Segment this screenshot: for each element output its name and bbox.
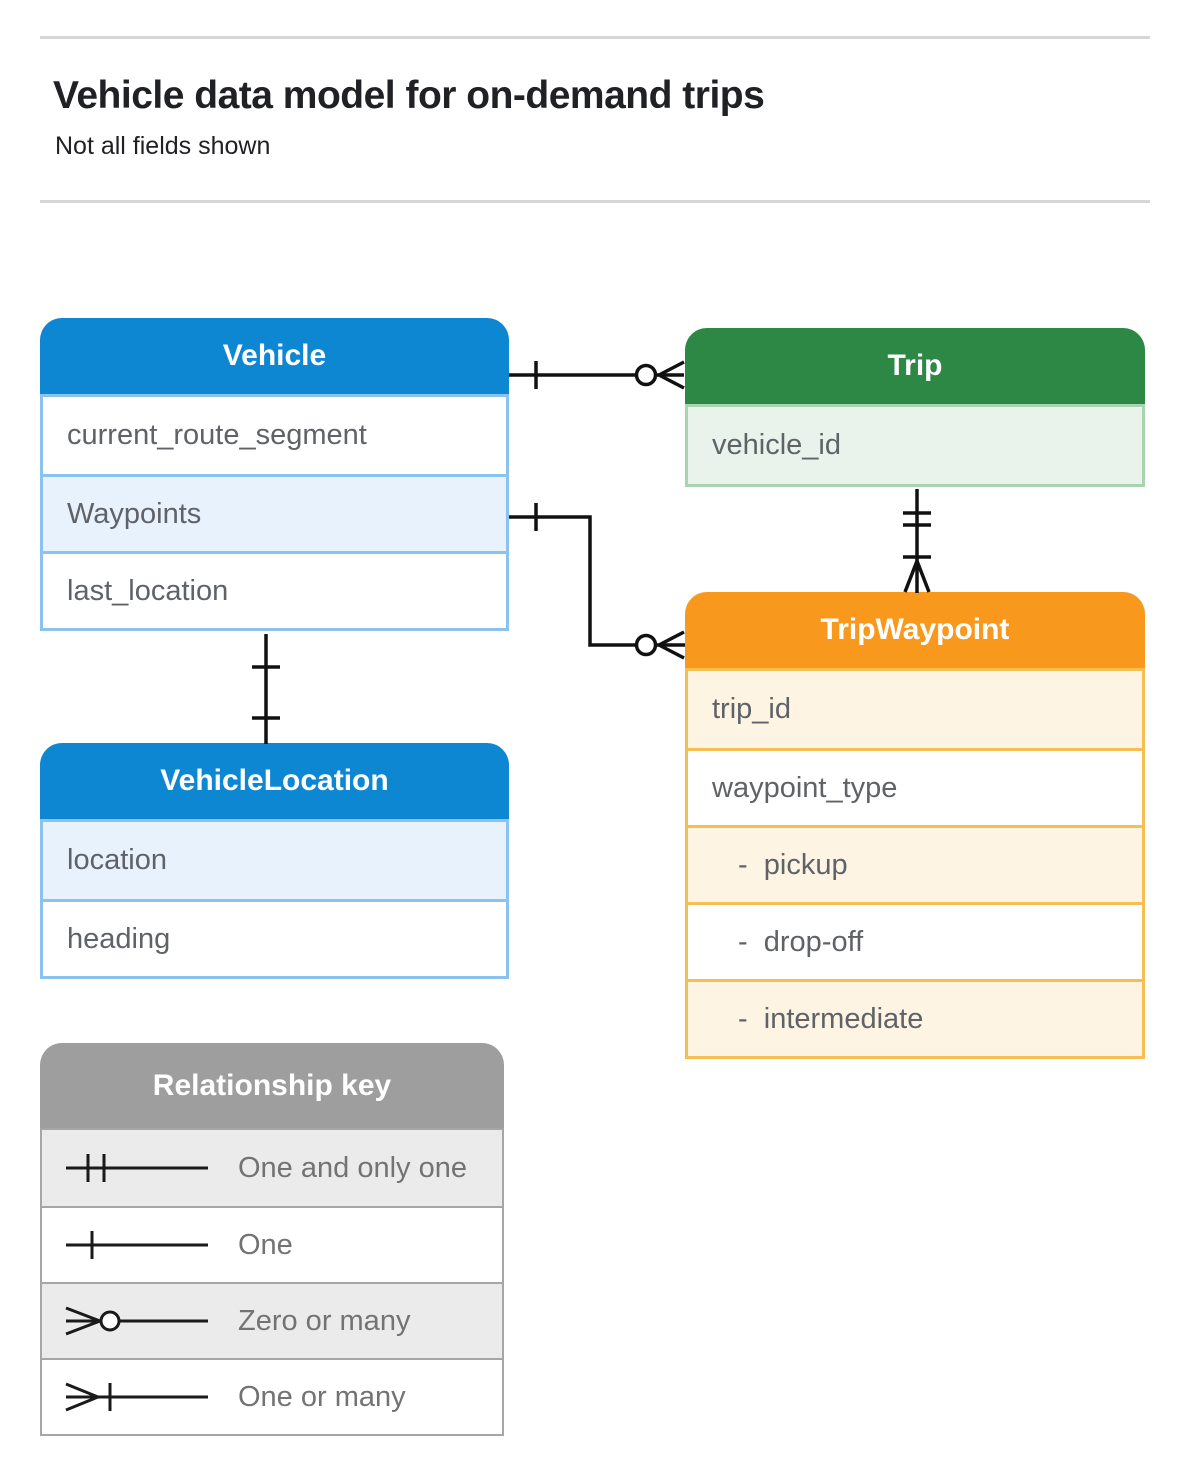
connector-vehicle-vehiclelocation: [252, 634, 280, 744]
legend-item-one-or-many: One or many: [42, 1358, 502, 1434]
legend-item-one: One: [42, 1206, 502, 1282]
table-trip-title: Trip: [685, 328, 1145, 404]
one-icon: [66, 1231, 208, 1259]
table-tripwaypoint-body: trip_id waypoint_type - pickup - drop-of…: [685, 668, 1145, 1059]
field-last-location: last_location: [43, 551, 506, 628]
field-heading: heading: [43, 899, 506, 976]
table-vehicle-body: current_route_segment Waypoints last_loc…: [40, 394, 509, 631]
field-location: location: [43, 822, 506, 899]
table-vehiclelocation-body: location heading: [40, 819, 509, 979]
legend-item-zero-or-many: Zero or many: [42, 1282, 502, 1358]
table-vehicle-title: Vehicle: [40, 318, 509, 394]
table-vehicle: Vehicle current_route_segment Waypoints …: [40, 318, 509, 631]
table-trip-body: vehicle_id: [685, 404, 1145, 487]
table-tripwaypoint-title: TripWaypoint: [685, 592, 1145, 668]
connector-waypoints-tripwaypoint: [509, 503, 685, 660]
legend-label: One or many: [238, 1380, 406, 1413]
field-waypoint-type-pickup: - pickup: [688, 825, 1142, 902]
divider-top: [40, 36, 1150, 39]
legend-item-one-and-only-one: One and only one: [42, 1130, 502, 1206]
relationship-key-title: Relationship key: [40, 1043, 504, 1128]
field-waypoint-type-intermediate: - intermediate: [688, 979, 1142, 1056]
table-vehiclelocation: VehicleLocation location heading: [40, 743, 509, 979]
connector-trip-tripwaypoint: [903, 489, 931, 593]
table-trip: Trip vehicle_id: [685, 328, 1145, 487]
legend-label: One: [238, 1228, 293, 1261]
field-trip-id: trip_id: [688, 671, 1142, 748]
page-subtitle: Not all fields shown: [55, 132, 271, 160]
table-vehiclelocation-title: VehicleLocation: [40, 743, 509, 819]
relationship-key-body: One and only one One Zero or many: [40, 1128, 504, 1436]
field-waypoint-type-drop-off: - drop-off: [688, 902, 1142, 979]
field-waypoints: Waypoints: [43, 474, 506, 551]
connector-vehicle-trip: [509, 360, 685, 390]
page-title: Vehicle data model for on-demand trips: [53, 74, 765, 117]
legend-label: Zero or many: [238, 1304, 411, 1337]
legend-label: One and only one: [238, 1151, 467, 1184]
divider-bottom: [40, 200, 1150, 203]
field-current-route-segment: current_route_segment: [43, 397, 506, 474]
one-or-many-icon: [65, 1382, 208, 1412]
field-waypoint-type: waypoint_type: [688, 748, 1142, 825]
one-and-only-one-icon: [66, 1154, 208, 1182]
table-tripwaypoint: TripWaypoint trip_id waypoint_type - pic…: [685, 592, 1145, 1059]
zero-or-many-icon: [65, 1306, 208, 1336]
relationship-key: Relationship key One and only one One: [40, 1043, 504, 1436]
field-vehicle-id: vehicle_id: [688, 407, 1142, 484]
